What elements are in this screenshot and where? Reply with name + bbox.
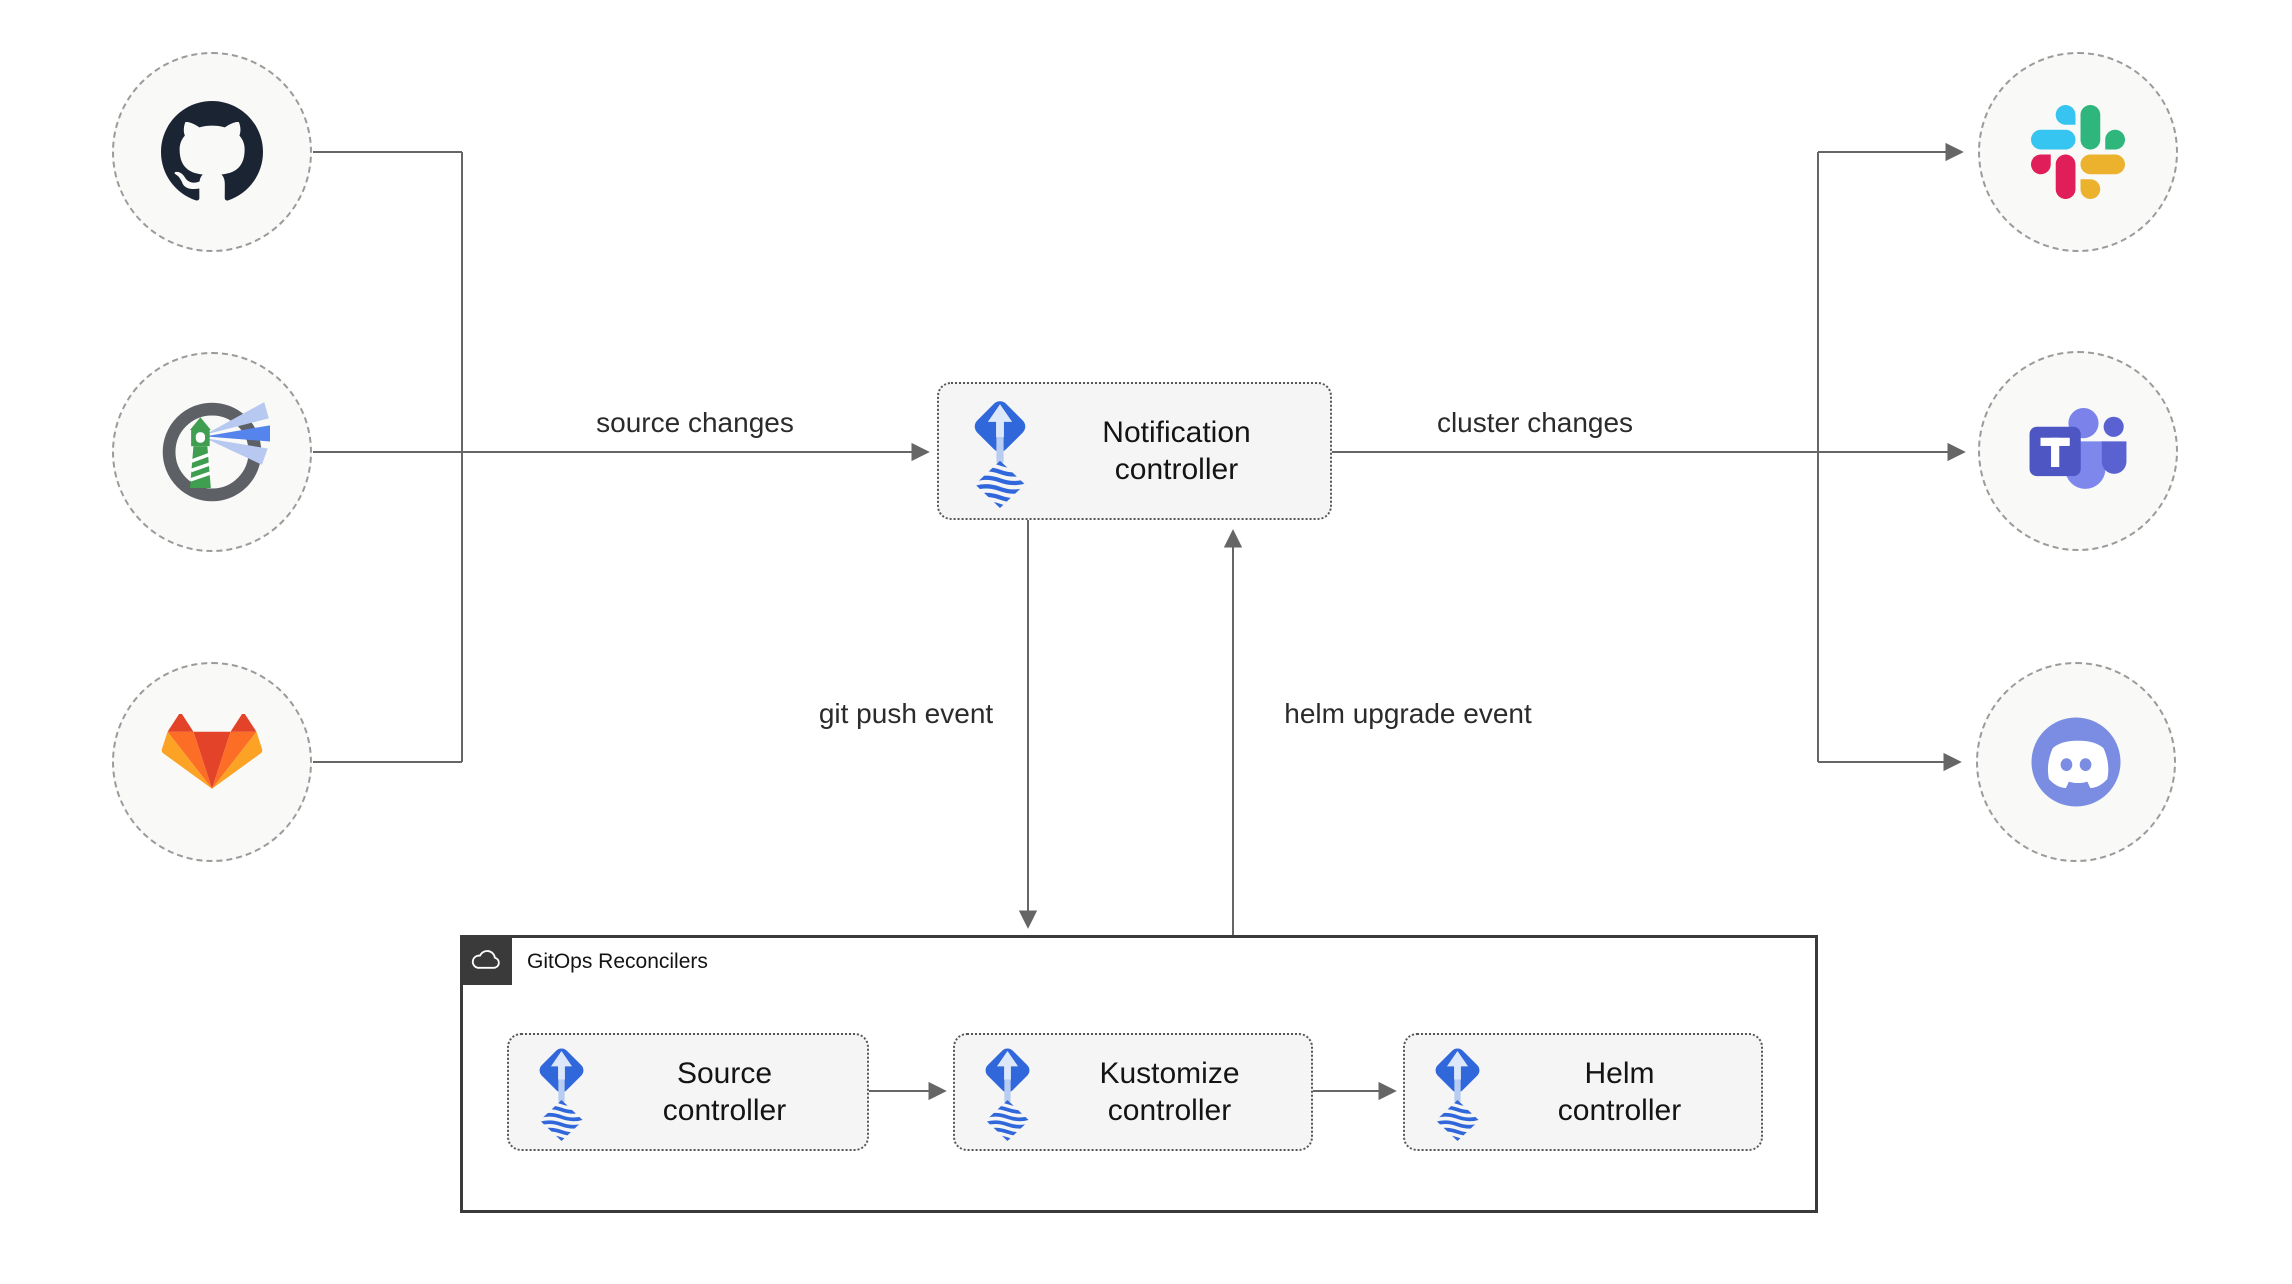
edge-label-cluster-changes: cluster changes xyxy=(1432,407,1638,439)
gitops-reconcilers-group: GitOps Reconcilers xyxy=(460,935,1818,1213)
edge-label-helm-upgrade-event: helm upgrade event xyxy=(1280,698,1536,730)
gitops-group-title: GitOps Reconcilers xyxy=(527,950,708,973)
flux-icon xyxy=(533,1043,590,1141)
kustomize-controller-label-line2: controller xyxy=(1107,1094,1232,1127)
discord-icon xyxy=(2031,717,2121,807)
node-source-controller: Source controller xyxy=(507,1033,869,1151)
helm-controller-label: Helm controller xyxy=(1486,1055,1753,1129)
notification-controller-label: Notification controller xyxy=(1033,414,1320,488)
kustomize-controller-label: Kustomize controller xyxy=(1036,1055,1303,1129)
edge-label-git-push-event: git push event xyxy=(814,698,998,730)
edge-sources-junction xyxy=(313,151,463,763)
notification-controller-label-line2: controller xyxy=(1114,453,1239,486)
kustomize-controller-label-line1: Kustomize xyxy=(1099,1057,1240,1090)
notification-controller-label-line1: Notification xyxy=(1102,416,1251,449)
github-icon xyxy=(161,101,263,201)
node-slack xyxy=(1978,52,2178,252)
gitops-group-tag xyxy=(460,935,512,985)
harbor-icon xyxy=(162,402,270,502)
flux-icon xyxy=(967,395,1033,508)
edge-label-source-changes: source changes xyxy=(592,407,798,439)
flux-icon xyxy=(1429,1043,1486,1141)
node-teams xyxy=(1978,351,2178,551)
node-harbor xyxy=(112,352,312,552)
source-controller-label-line1: Source xyxy=(676,1057,773,1090)
slack-icon xyxy=(2031,105,2125,199)
node-notification-controller: Notification controller xyxy=(937,382,1332,520)
node-github xyxy=(112,52,312,252)
node-kustomize-controller: Kustomize controller xyxy=(953,1033,1313,1151)
helm-controller-label-line2: controller xyxy=(1557,1094,1682,1127)
gitlab-icon xyxy=(161,714,263,789)
flux-icon xyxy=(979,1043,1036,1141)
node-discord xyxy=(1976,662,2176,862)
source-controller-label-line2: controller xyxy=(662,1094,787,1127)
helm-controller-label-line1: Helm xyxy=(1584,1057,1655,1090)
source-controller-label: Source controller xyxy=(590,1055,859,1129)
teams-icon xyxy=(2029,408,2127,489)
cloud-icon xyxy=(471,950,500,969)
node-helm-controller: Helm controller xyxy=(1403,1033,1763,1151)
node-gitlab xyxy=(112,662,312,862)
